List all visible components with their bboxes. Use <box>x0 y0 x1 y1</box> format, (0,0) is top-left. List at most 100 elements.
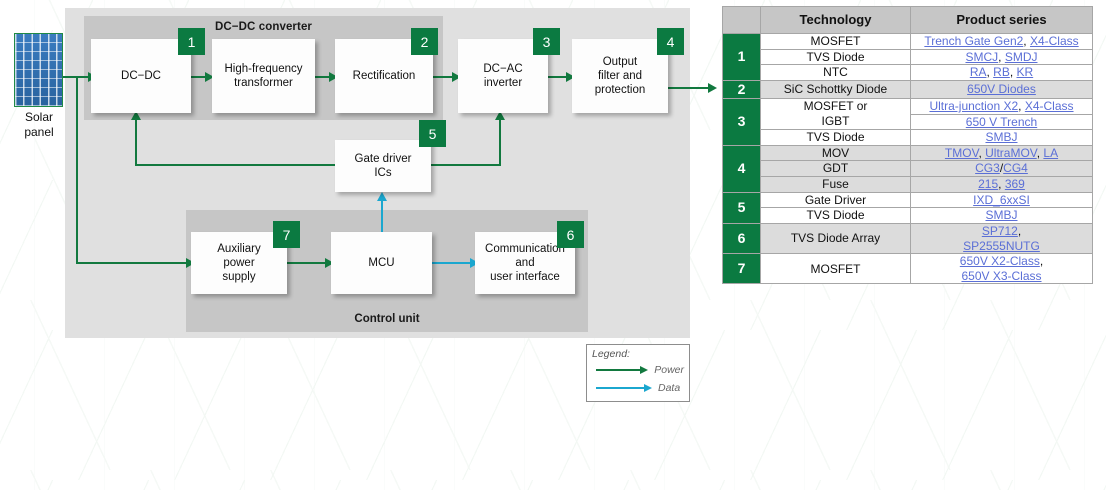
badge-3: 3 <box>533 28 560 55</box>
product-link[interactable]: UltraMOV <box>985 145 1037 160</box>
product-link[interactable]: LA <box>1043 145 1059 160</box>
product-link[interactable]: 650V Diodes <box>967 82 1036 97</box>
product-link[interactable]: X4-Class <box>1029 34 1079 48</box>
cell-product-series: SMCJ, SMDJ <box>910 48 1093 66</box>
wire-mcu-to-gatedriver <box>381 199 383 233</box>
product-link[interactable]: Trench Gate Gen2 <box>924 34 1024 48</box>
node-mcu[interactable]: MCU <box>331 232 432 294</box>
product-table-head: Technology Product series <box>722 6 1093 34</box>
legend-row-data: Data <box>592 379 684 396</box>
node-dc-dc[interactable]: DC−DC <box>91 39 191 113</box>
product-link[interactable]: 650V X3-Class <box>961 268 1042 283</box>
product-link[interactable]: 215 <box>978 177 999 192</box>
product-link[interactable]: 650V X2-Class <box>959 254 1040 269</box>
legend-data-line <box>596 386 644 389</box>
wire-rectification-to-inverter <box>433 76 458 78</box>
product-link[interactable]: SP2555NUTG <box>963 238 1040 253</box>
link-separator: , <box>1009 65 1017 80</box>
header-number <box>722 6 761 34</box>
arrow-inverter-to-filter <box>566 72 575 82</box>
product-link[interactable]: SMDJ <box>1004 49 1038 64</box>
product-link[interactable]: SMBJ <box>985 208 1018 223</box>
row-group-number-2: 2 <box>722 79 761 99</box>
cell-technology: Fuse <box>760 176 911 193</box>
cell-product-series: 650V X2-Class,650V X3-Class <box>910 253 1093 285</box>
solar-cell-grid <box>15 34 62 106</box>
link-separator: , <box>1023 34 1030 48</box>
arrow-filter-output <box>708 83 717 93</box>
badge-5: 5 <box>419 120 446 147</box>
arrow-mcu-to-comm <box>470 258 479 268</box>
product-link[interactable]: 650 V Trench <box>965 114 1038 129</box>
cell-product-series: 650V Diodes <box>910 79 1093 99</box>
link-separator: , <box>1018 98 1025 113</box>
legend-power-arrow-icon <box>640 365 649 374</box>
arrow-rectification-to-inverter <box>452 72 461 82</box>
row-group-number-3: 3 <box>722 97 761 146</box>
product-link[interactable]: TMOV <box>944 145 979 160</box>
legend-data-arrow-icon <box>644 383 652 392</box>
cell-product-series: RA, RB, KR <box>910 64 1093 81</box>
wire-inverter-to-filter <box>548 76 572 78</box>
wire-gatedriver-to-dcdc-riser <box>135 118 137 165</box>
product-link[interactable]: CG4 <box>1003 161 1028 176</box>
product-link[interactable]: 369 <box>1004 177 1025 192</box>
cell-product-series: Ultra-junction X2, X4-Class <box>910 97 1093 115</box>
product-link[interactable]: Ultra-junction X2 <box>929 98 1019 113</box>
cell-technology: TVS Diode Array <box>760 222 911 255</box>
arrow-dcdc-to-transformer <box>205 72 214 82</box>
product-link[interactable]: KR <box>1016 65 1034 80</box>
wire-aux-to-mcu <box>287 262 330 264</box>
cell-product-series: Trench Gate Gen2, X4-Class <box>910 33 1093 50</box>
link-separator: / <box>999 161 1004 176</box>
cell-technology: SiC Schottky Diode <box>760 79 911 99</box>
header-product-series: Product series <box>910 6 1093 34</box>
row-group-number-5: 5 <box>722 191 761 224</box>
row-group-number-1: 1 <box>722 33 761 81</box>
cell-product-series: TMOV, UltraMOV, LA <box>910 144 1093 162</box>
wire-gatedriver-to-inverter <box>429 164 501 166</box>
link-separator: , <box>1036 145 1044 160</box>
product-link[interactable]: SP712 <box>981 223 1018 238</box>
cell-technology: TVS Diode <box>760 48 911 66</box>
product-link[interactable]: RB <box>993 65 1010 80</box>
cell-product-series: SMBJ <box>910 207 1093 224</box>
wire-solar-to-aux <box>76 262 191 264</box>
cell-product-series: CG3/CG4 <box>910 160 1093 178</box>
cell-technology: GDT <box>760 160 911 178</box>
badge-4: 4 <box>657 28 684 55</box>
product-link[interactable]: SMCJ <box>965 49 999 64</box>
arrow-transformer-to-rectification <box>329 72 338 82</box>
product-link[interactable]: CG3 <box>975 161 1000 176</box>
arrow-gatedriver-to-dcdc <box>131 111 141 120</box>
cell-product-series: SP712,SP2555NUTG <box>910 222 1093 255</box>
legend-power-line <box>596 368 641 371</box>
solar-panel-icon <box>14 33 63 107</box>
legend-row-power: Power <box>592 361 684 378</box>
product-link[interactable]: SMBJ <box>985 130 1018 145</box>
product-link[interactable]: RA <box>969 65 987 80</box>
product-link[interactable]: X4-Class <box>1024 98 1074 113</box>
row-group-number-6: 6 <box>722 222 761 255</box>
link-separator: , <box>978 145 986 160</box>
cell-product-series: 215, 369 <box>910 176 1093 193</box>
badge-6: 6 <box>557 221 584 248</box>
dc-dc-converter-title: DC−DC converter <box>214 21 313 33</box>
cell-product-series: 650 V Trench <box>910 113 1093 131</box>
header-technology: Technology <box>760 6 911 34</box>
wire-gatedriver-to-inverter-riser <box>499 118 501 165</box>
link-separator: , <box>986 65 994 80</box>
product-link[interactable]: IXD_6xxSI <box>973 192 1030 207</box>
